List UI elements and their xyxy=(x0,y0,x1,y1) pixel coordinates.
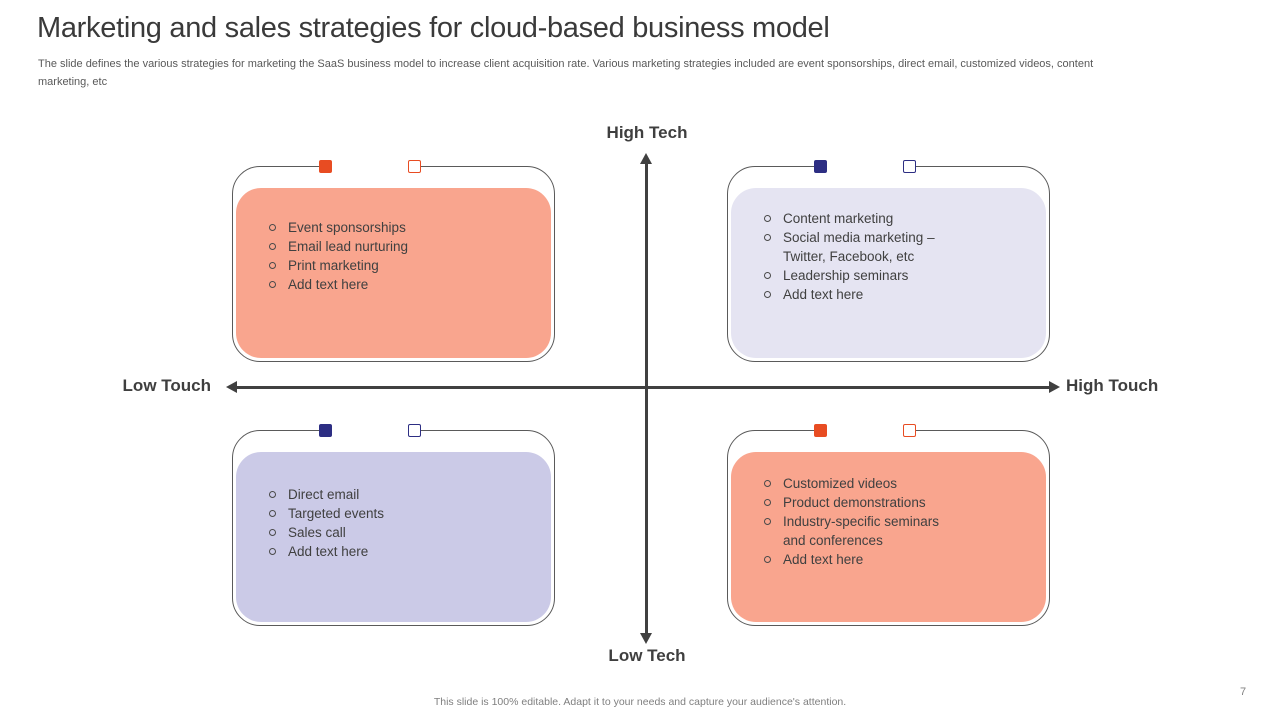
bullet-text: Content marketing xyxy=(783,211,894,226)
quadrant-box-top-right: Content marketing Social media marketing… xyxy=(727,160,1050,362)
top-border-gap xyxy=(827,429,903,434)
axis-label-low-touch: Low Touch xyxy=(122,376,211,395)
top-border-gap xyxy=(332,165,408,170)
bullet-text: Product demonstrations xyxy=(783,495,926,510)
footer-note: This slide is 100% editable. Adapt it to… xyxy=(433,696,847,708)
bullet-text: Print marketing xyxy=(288,258,379,273)
outline-square-marker xyxy=(903,424,916,437)
list-item: Sales call xyxy=(269,523,533,542)
quadrant-box-bottom-right: Customized videos Product demonstrations… xyxy=(727,424,1050,626)
bullet-text: Add text here xyxy=(783,287,864,302)
list-item: Email lead nurturing xyxy=(269,237,533,256)
list-item: Add text here xyxy=(764,550,1028,569)
circle-bullet-icon xyxy=(269,281,276,288)
page-title: Marketing and sales strategies for cloud… xyxy=(37,12,830,44)
arrow-right-icon xyxy=(1049,381,1060,393)
filled-square-marker xyxy=(814,424,827,437)
circle-bullet-icon xyxy=(269,262,276,269)
page-number: 7 xyxy=(1240,686,1247,698)
top-border-gap xyxy=(332,429,408,434)
circle-bullet-icon xyxy=(269,243,276,250)
bullet-text: Customized videos xyxy=(783,476,898,491)
filled-square-marker xyxy=(319,160,332,173)
bullet-text: Social media marketing – Twitter, Facebo… xyxy=(783,230,935,264)
bullet-text: Add text here xyxy=(288,544,369,559)
bullet-text: Industry-specific seminars and conferenc… xyxy=(783,514,940,548)
outline-square-marker xyxy=(903,160,916,173)
bullet-text: Email lead nurturing xyxy=(288,239,409,254)
circle-bullet-icon xyxy=(764,215,771,222)
circle-bullet-icon xyxy=(764,234,771,241)
bullet-text: Sales call xyxy=(288,525,346,540)
axis-label-low-tech: Low Tech xyxy=(608,646,686,665)
axis-label-high-touch: High Touch xyxy=(1066,376,1159,395)
bullet-text: Leadership seminars xyxy=(783,268,909,283)
quadrant-box-top-left: Event sponsorships Email lead nurturing … xyxy=(232,160,555,362)
list-item: Direct email xyxy=(269,485,533,504)
list-item: Add text here xyxy=(269,542,533,561)
quadrant-fill: Event sponsorships Email lead nurturing … xyxy=(236,188,551,358)
bullet-text: Targeted events xyxy=(288,506,385,521)
list-item: Targeted events xyxy=(269,504,533,523)
list-item: Product demonstrations xyxy=(764,493,1028,512)
outline-square-marker xyxy=(408,424,421,437)
list-item: Content marketing xyxy=(764,209,1028,228)
circle-bullet-icon xyxy=(764,518,771,525)
bullet-list: Direct email Targeted events Sales call … xyxy=(236,452,551,561)
circle-bullet-icon xyxy=(269,510,276,517)
list-item: Print marketing xyxy=(269,256,533,275)
arrow-up-icon xyxy=(640,153,652,164)
quadrant-box-bottom-left: Direct email Targeted events Sales call … xyxy=(232,424,555,626)
circle-bullet-icon xyxy=(764,480,771,487)
outline-square-marker xyxy=(408,160,421,173)
bullet-text: Direct email xyxy=(288,487,360,502)
list-item: Customized videos xyxy=(764,474,1028,493)
list-item: Leadership seminars xyxy=(764,266,1028,285)
bullet-text: Add text here xyxy=(288,277,369,292)
circle-bullet-icon xyxy=(269,224,276,231)
circle-bullet-icon xyxy=(764,499,771,506)
list-item: Event sponsorships xyxy=(269,218,533,237)
bullet-text: Add text here xyxy=(783,552,864,567)
list-item: Social media marketing – Twitter, Facebo… xyxy=(764,228,1028,266)
bullet-list: Content marketing Social media marketing… xyxy=(731,188,1046,304)
circle-bullet-icon xyxy=(269,548,276,555)
bullet-list: Event sponsorships Email lead nurturing … xyxy=(236,188,551,294)
axis-label-high-tech: High Tech xyxy=(606,123,688,142)
bullet-list: Customized videos Product demonstrations… xyxy=(731,452,1046,569)
quadrant-fill: Content marketing Social media marketing… xyxy=(731,188,1046,358)
top-border-gap xyxy=(827,165,903,170)
vertical-axis-line xyxy=(645,162,648,634)
quadrant-fill: Direct email Targeted events Sales call … xyxy=(236,452,551,622)
quadrant-fill: Customized videos Product demonstrations… xyxy=(731,452,1046,622)
circle-bullet-icon xyxy=(269,491,276,498)
list-item: Add text here xyxy=(764,285,1028,304)
arrow-down-icon xyxy=(640,633,652,644)
circle-bullet-icon xyxy=(764,272,771,279)
arrow-left-icon xyxy=(226,381,237,393)
list-item: Industry-specific seminars and conferenc… xyxy=(764,512,1028,550)
circle-bullet-icon xyxy=(764,291,771,298)
circle-bullet-icon xyxy=(764,556,771,563)
list-item: Add text here xyxy=(269,275,533,294)
slide-subtitle: The slide defines the various strategies… xyxy=(38,58,1094,88)
bullet-text: Event sponsorships xyxy=(288,220,406,235)
circle-bullet-icon xyxy=(269,529,276,536)
filled-square-marker xyxy=(319,424,332,437)
horizontal-axis-line xyxy=(235,386,1051,389)
filled-square-marker xyxy=(814,160,827,173)
